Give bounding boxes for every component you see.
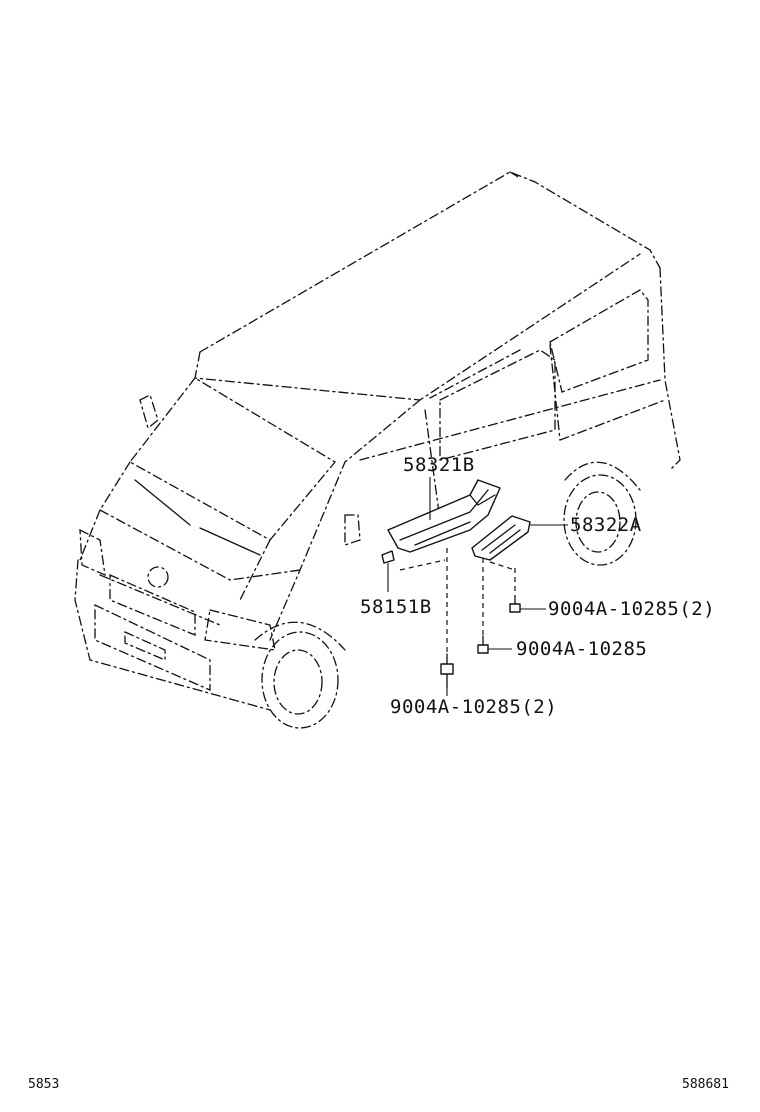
part-58151b-clip [381,550,395,564]
bolt-right-upper [509,595,521,613]
callout-9004a-right-upper: 9004A-10285(2) [548,598,716,620]
part-58322a-panel [471,515,531,561]
footer-figure-number: 588681 [682,1077,729,1092]
installation-guides [399,548,516,654]
bolt-right-lower [477,635,489,654]
bolt-bottom [440,653,454,689]
footer-page-code: 5853 [28,1077,60,1092]
callout-58322a: 58322A [570,514,642,536]
callout-9004a-right-lower: 9004A-10285 [516,638,648,660]
part-58321b-panel [387,479,501,553]
callout-9004a-bottom: 9004A-10285(2) [390,696,558,718]
callout-58151b: 58151B [360,596,432,618]
van-body-outline [74,171,681,729]
leader-lines [387,477,568,696]
callout-58321b: 58321B [403,454,475,476]
